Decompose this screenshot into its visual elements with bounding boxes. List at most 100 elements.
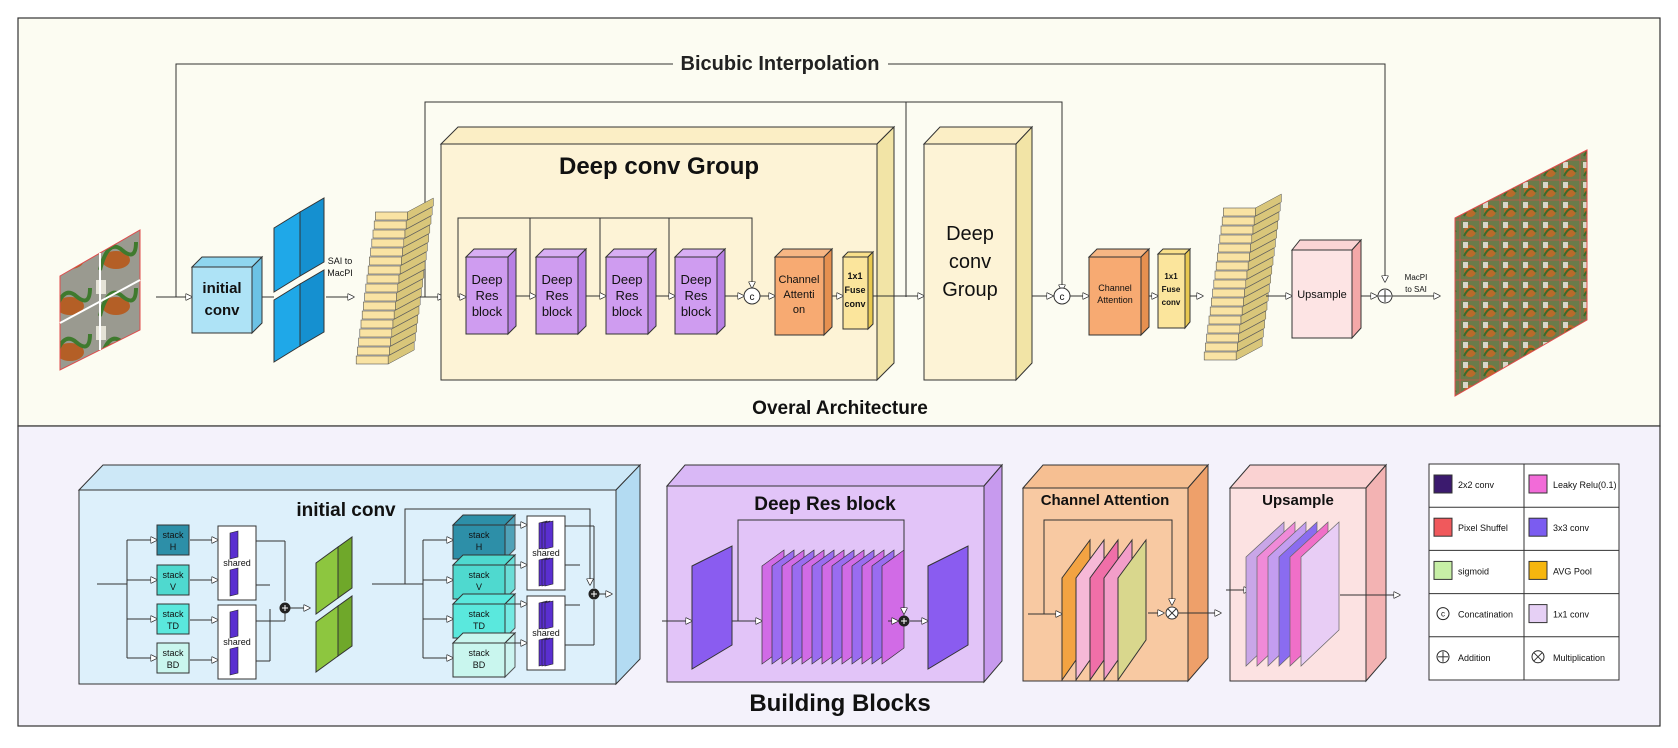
svg-text:Res: Res [684,288,708,303]
svg-text:shared: shared [223,558,251,568]
svg-text:Addition: Addition [1458,653,1491,663]
svg-text:block: block [542,304,573,319]
legend-item-5: sigmoid [1433,560,1489,580]
svg-text:initial conv: initial conv [296,500,396,521]
svg-text:Res: Res [475,288,499,303]
macpi-feature-stack [355,197,434,365]
svg-text:Leaky Relu(0.1): Leaky Relu(0.1) [1553,480,1617,490]
svg-text:MacPI: MacPI [327,268,353,278]
svg-text:2x2 conv: 2x2 conv [1458,480,1495,490]
svg-text:stack: stack [162,648,184,658]
svg-text:sigmoid: sigmoid [1458,566,1489,576]
svg-text:Deep Res block: Deep Res block [754,494,896,515]
svg-text:SAI to: SAI to [328,256,353,266]
svg-text:shared: shared [532,628,560,638]
svg-text:Res: Res [545,288,569,303]
svg-text:Pixel Shuffel: Pixel Shuffel [1458,523,1508,533]
svg-text:stack: stack [162,570,184,580]
svg-text:Deep: Deep [680,272,711,287]
svg-text:stack: stack [468,609,490,619]
legend: 2x2 conv Leaky Relu(0.1) Pixel Shuffel 3x3 … [1428,463,1620,681]
svg-text:BD: BD [167,660,180,670]
svg-text:3x3 conv: 3x3 conv [1553,523,1590,533]
svg-text:stack: stack [468,530,490,540]
input-sai-image [59,229,141,371]
svg-text:conv: conv [949,251,991,273]
upsample-layer-6 [1300,521,1340,667]
svg-text:c: c [1060,292,1065,303]
legend-item-6: AVG Pool [1528,560,1592,580]
svg-text:Deep: Deep [946,223,994,245]
legend-item-3: Pixel Shuffel [1433,517,1508,537]
channel-attention-block-2: Channel Attention [1087,247,1151,337]
legend-item-10: Multiplication [1531,650,1605,664]
channel-attention-block: Channel Attenti on [773,247,834,337]
addition-node [1377,288,1393,304]
dense-skip-connections [457,217,752,297]
fuse-conv-block-2: 1x1 Fuse conv [1156,247,1192,330]
svg-text:Fuse: Fuse [844,285,865,295]
initial-conv-block: initial conv [190,255,264,335]
conv3x3-layer [691,545,733,670]
concat-node: c [743,287,761,305]
legend-item-4: 3x3 conv [1528,517,1590,537]
svg-text:initial: initial [202,280,241,297]
svg-text:c: c [750,292,755,303]
macpi-feature-stack-2 [1203,193,1282,361]
svg-text:Channel: Channel [779,274,820,286]
svg-text:V: V [476,582,482,592]
svg-text:TD: TD [167,621,179,631]
svg-text:1x1 conv: 1x1 conv [1553,610,1590,620]
upsample-layers [1226,521,1400,667]
svg-text:H: H [476,542,483,552]
svg-text:BD: BD [473,660,486,670]
svg-text:stack: stack [162,530,184,540]
svg-text:Attention: Attention [1097,295,1133,305]
svg-text:Deep: Deep [471,272,502,287]
svg-text:MacPI: MacPI [1405,273,1428,282]
svg-text:conv: conv [844,299,865,309]
svg-text:c: c [1441,610,1445,619]
svg-text:Channel Attention: Channel Attention [1041,492,1170,509]
svg-text:block: block [472,304,503,319]
svg-text:Deep: Deep [611,272,642,287]
svg-text:Upsample: Upsample [1297,289,1347,301]
sai-to-macpi-label: SAI to MacPI [327,256,353,278]
svg-text:conv: conv [1162,298,1181,307]
output-sai-image [1454,149,1588,397]
svg-text:Group: Group [942,279,998,301]
svg-text:H: H [170,542,177,552]
svg-text:Fuse: Fuse [1162,285,1181,294]
legend-item-2: Leaky Relu(0.1) [1528,474,1617,494]
svg-text:Res: Res [615,288,639,303]
svg-text:block: block [612,304,643,319]
svg-text:stack: stack [162,609,184,619]
sai-feature-maps [273,197,325,363]
deep-conv-group-2: Deep conv Group [922,125,1034,382]
svg-text:1x1: 1x1 [1164,272,1178,281]
legend-item-9: Addition [1436,650,1491,664]
macpi-to-sai-label: MacPI to SAI [1405,273,1428,294]
fuse-conv-block: 1x1 Fuse conv [841,250,875,331]
conv3x3-layer-out [927,545,969,670]
res-block-layers [662,519,969,670]
svg-text:Deep conv Group: Deep conv Group [559,153,759,180]
channel-attention-layers [1028,519,1221,682]
svg-text:to SAI: to SAI [1405,285,1427,294]
svg-text:1x1: 1x1 [847,271,862,281]
svg-text:Deep: Deep [541,272,572,287]
svg-text:shared: shared [223,637,251,647]
svg-text:stack: stack [468,570,490,580]
svg-text:Bicubic Interpolation: Bicubic Interpolation [681,53,880,75]
global-skip-connection [424,101,1062,297]
bicubic-label: Bicubic Interpolation [673,50,888,76]
overall-architecture-caption: Overal Architecture [752,398,928,419]
